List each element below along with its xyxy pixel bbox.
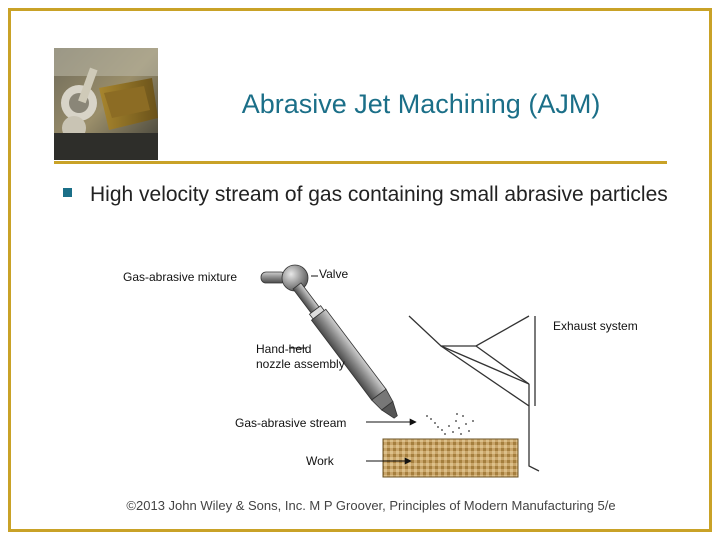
workpiece xyxy=(382,438,519,478)
machine-photo xyxy=(54,48,158,160)
label-nozzle-assembly: nozzle assembly xyxy=(256,357,345,371)
ajm-diagram: Gas-abrasive mixture Valve Exhaust syste… xyxy=(111,256,651,481)
copyright-footer: ©2013 John Wiley & Sons, Inc. M P Groove… xyxy=(126,498,616,513)
slide: Abrasive Jet Machining (AJM) High veloci… xyxy=(8,8,712,532)
machine-photo-image xyxy=(54,48,158,160)
title-divider xyxy=(54,161,667,164)
abrasive-stream xyxy=(426,413,474,435)
label-exhaust-system: Exhaust system xyxy=(553,319,638,333)
label-valve: Valve xyxy=(319,267,348,281)
exhaust-hood xyxy=(408,315,540,472)
square-bullet-icon xyxy=(63,188,72,197)
slide-title: Abrasive Jet Machining (AJM) xyxy=(241,89,601,119)
nozzle-assembly xyxy=(292,282,398,419)
label-gas-abrasive-mixture: Gas-abrasive mixture xyxy=(123,270,237,284)
label-hand-held: Hand-held xyxy=(256,342,311,356)
bullet-item: High velocity stream of gas containing s… xyxy=(63,181,673,208)
label-gas-abrasive-stream: Gas-abrasive stream xyxy=(235,416,346,430)
label-work: Work xyxy=(306,454,335,468)
bullet-text: High velocity stream of gas containing s… xyxy=(90,183,668,206)
